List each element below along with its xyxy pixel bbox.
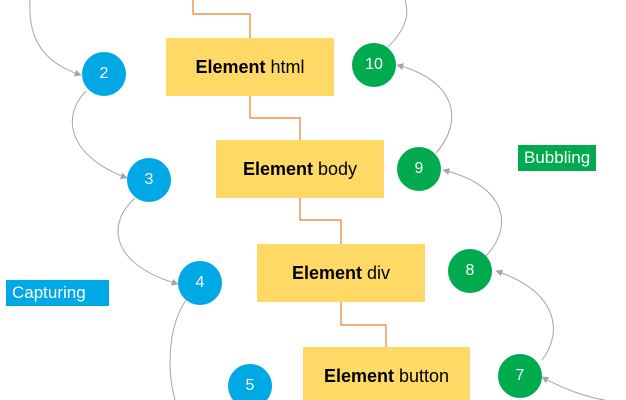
element-box-button: Element button	[303, 347, 470, 400]
element-box-body: Element body	[216, 140, 384, 198]
capturing-step-3: 3	[127, 158, 171, 202]
bubbling-arrow-10-top	[387, 0, 408, 48]
capturing-arrow-1-2	[29, 0, 82, 77]
element-name: body	[317, 158, 358, 179]
capturing-step-5: 5	[228, 364, 272, 400]
element-keyword: Element	[195, 56, 266, 77]
element-name: div	[367, 262, 391, 283]
bubbling-step-10: 10	[352, 43, 396, 87]
bubbling-arrow-9-10	[396, 63, 453, 154]
capturing-arrows	[29, 0, 187, 400]
element-keyword: Element	[291, 262, 362, 283]
element-box-html: Element html	[166, 38, 334, 96]
capturing-arrow-3-4	[117, 197, 179, 286]
bubbling-label: Bubbling	[518, 145, 597, 171]
element-keyword: Element	[242, 158, 313, 179]
element-name: html	[270, 56, 305, 77]
tree-line-document-html	[192, 0, 251, 38]
bubbling-arrow-7-8	[495, 269, 554, 361]
tree-line-body-div	[299, 198, 342, 244]
element-keyword: Element	[323, 365, 394, 386]
capturing-step-4: 4	[178, 261, 222, 305]
bubbling-arrow-8-9	[442, 168, 502, 257]
element-box-div: Element div	[257, 244, 425, 302]
element-name: button	[398, 365, 450, 386]
bubbling-step-8: 8	[448, 249, 492, 293]
tree-line-html-body	[249, 96, 301, 140]
bubbling-step-7: 7	[498, 354, 542, 398]
tree-lines	[192, 0, 387, 347]
capturing-arrow-4-5	[169, 299, 187, 400]
bubbling-arrow-6-7	[541, 376, 606, 400]
capturing-arrow-2-3	[71, 90, 128, 180]
capturing-step-2: 2	[82, 52, 126, 96]
bubbling-step-9: 9	[397, 147, 441, 191]
capturing-label: Capturing	[6, 280, 109, 306]
tree-line-div-button	[340, 302, 387, 347]
bubbling-arrows	[387, 0, 606, 400]
